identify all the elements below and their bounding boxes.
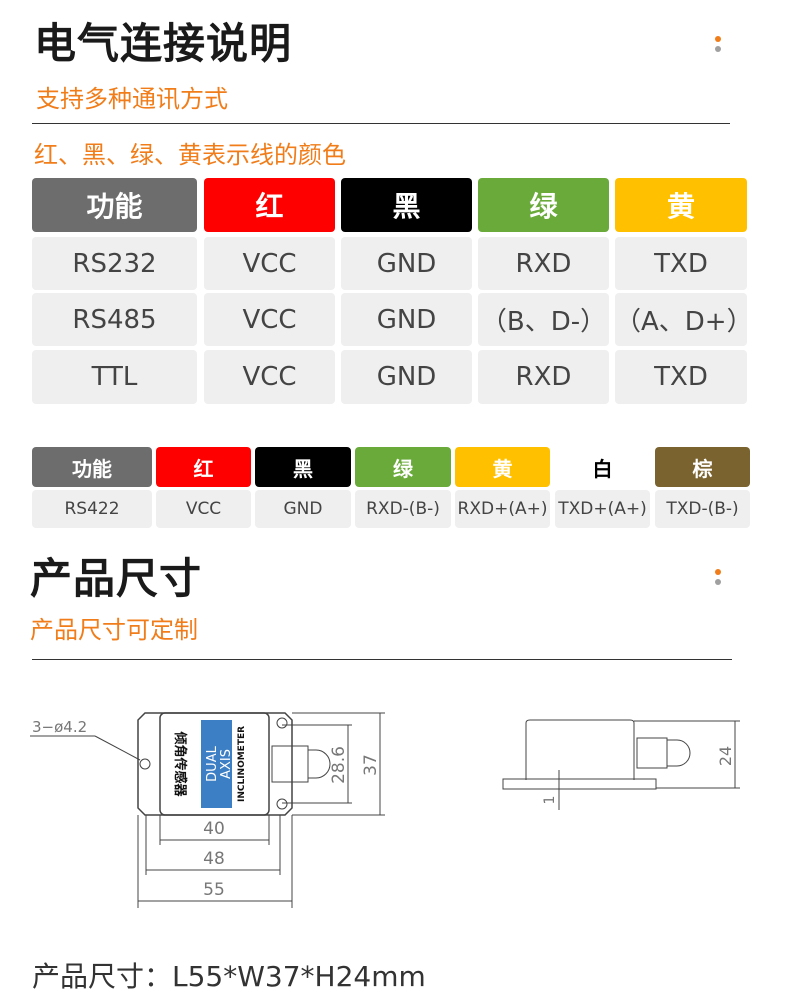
- table-cell: RS232: [32, 237, 197, 290]
- dim-55: 55: [203, 880, 225, 900]
- label-cn: 倾角传感器: [172, 730, 188, 797]
- table-cell: GND: [341, 237, 472, 290]
- label-axis: AXIS: [219, 749, 234, 779]
- table-cell: VCC: [204, 293, 335, 346]
- table-cell: GND: [341, 293, 472, 346]
- dim-37: 37: [361, 754, 381, 776]
- table-header-cell: 黄: [615, 178, 747, 232]
- table-cell: RXD: [478, 237, 609, 290]
- table-cell: GND: [255, 490, 351, 528]
- table-cell: RXD-(B-): [355, 490, 451, 528]
- table-header-cell: 红: [156, 447, 251, 487]
- divider: [32, 123, 730, 124]
- dim-48: 48: [203, 849, 225, 869]
- color-note: 红、黑、绿、黄表示线的颜色: [34, 141, 346, 169]
- table-cell: RS485: [32, 293, 197, 346]
- table-header-cell: 绿: [355, 447, 451, 487]
- dot-icon: [715, 579, 721, 585]
- section-title-electrical: 电气连接说明: [34, 19, 293, 68]
- table-cell: （A、D+）: [615, 293, 753, 346]
- table-cell: GND: [341, 350, 472, 404]
- table-cell: RXD+(A+): [455, 490, 550, 528]
- table-header-cell: 白: [555, 447, 650, 487]
- table-cell: RXD: [478, 350, 609, 404]
- table-cell: TXD-(B-): [655, 490, 750, 528]
- table-header-cell: 棕: [655, 447, 750, 487]
- table-header-cell: 黑: [255, 447, 351, 487]
- table-header-cell: 黑: [341, 178, 472, 232]
- table-cell: TTL: [32, 350, 197, 404]
- table-cell: （B、D-）: [478, 293, 609, 346]
- dot-icon: [715, 46, 721, 52]
- dimension-drawing: 3−ø4.2 40 48 55 28.6 37 倾角传感器 DUAL AXIS …: [30, 712, 740, 908]
- label-dual: DUAL: [205, 745, 220, 781]
- table-cell: TXD+(A+): [555, 490, 650, 528]
- table-header-cell: 功能: [32, 178, 197, 232]
- table-cell: TXD: [615, 237, 747, 290]
- hole-spec-label: 3−ø4.2: [32, 718, 87, 736]
- dot-icon: [715, 569, 721, 575]
- product-size-text: 产品尺寸：L55*W37*H24mm: [32, 960, 426, 993]
- label-inclinometer: INCLINOMETER: [237, 726, 247, 802]
- section-subtitle: 支持多种通讯方式: [36, 85, 228, 113]
- dot-icon: [715, 36, 721, 42]
- table-header-cell: 红: [204, 178, 335, 232]
- table-cell: RS422: [32, 490, 152, 528]
- table-header-cell: 功能: [32, 447, 152, 487]
- section-title-dimensions: 产品尺寸: [30, 554, 203, 603]
- table-cell: VCC: [204, 237, 335, 290]
- table-cell: TXD: [615, 350, 747, 404]
- dim-24: 24: [716, 746, 735, 766]
- table-cell: VCC: [204, 350, 335, 404]
- dim-1: 1: [542, 796, 558, 805]
- section-subtitle: 产品尺寸可定制: [30, 616, 198, 644]
- table-header-cell: 黄: [455, 447, 550, 487]
- dim-40: 40: [203, 819, 225, 839]
- table-header-cell: 绿: [478, 178, 609, 232]
- table-cell: VCC: [156, 490, 251, 528]
- top-view: 3−ø4.2 40 48 55 28.6 37 倾角传感器 DUAL AXIS …: [30, 712, 385, 908]
- divider: [32, 659, 732, 660]
- dim-28-6: 28.6: [329, 746, 349, 784]
- side-view: 24 1: [502, 719, 740, 810]
